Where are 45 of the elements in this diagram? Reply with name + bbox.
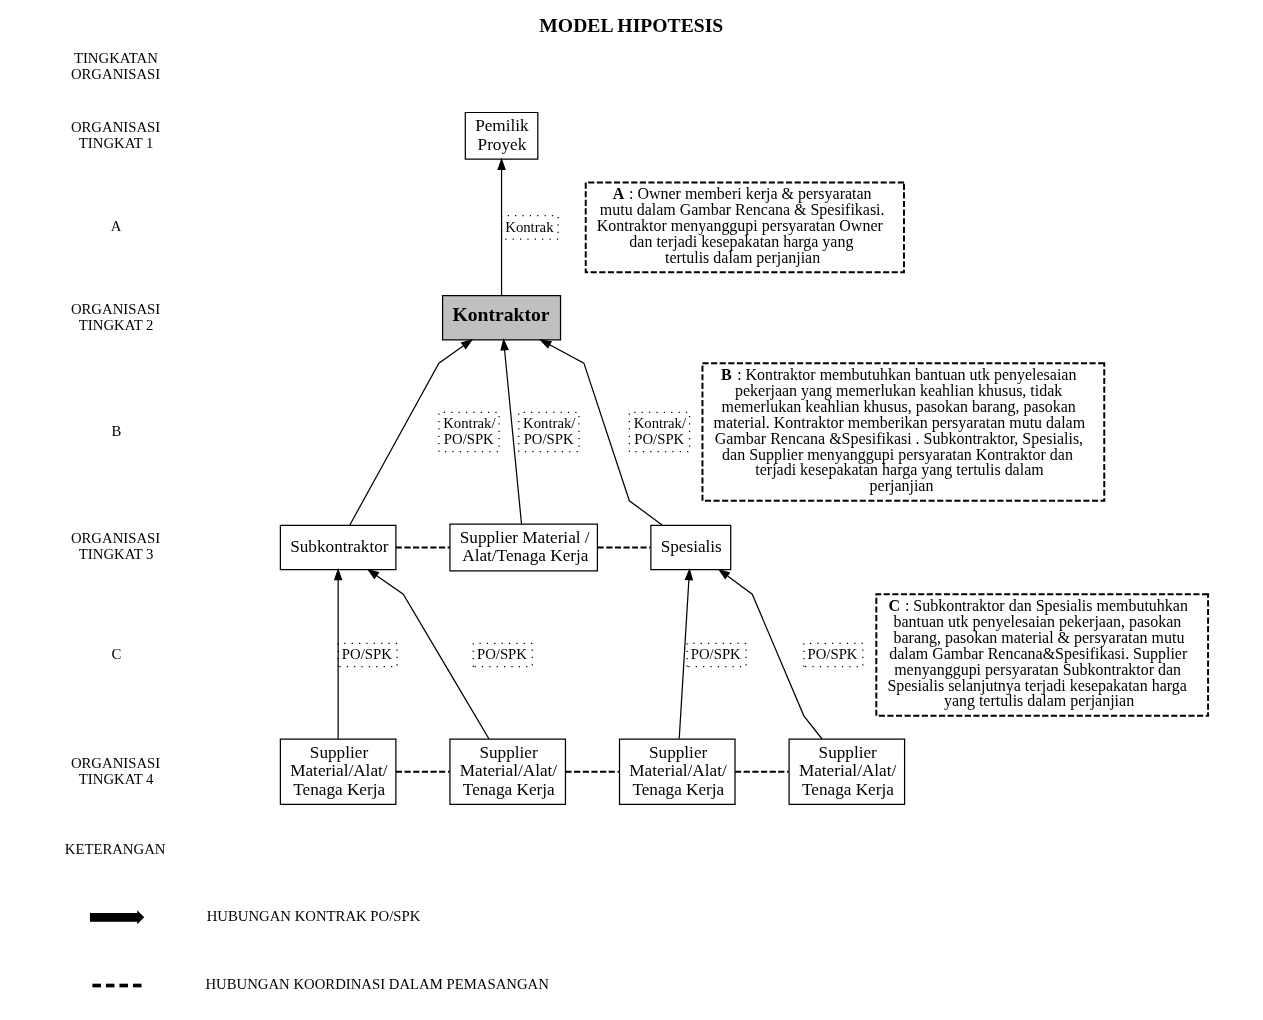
node-box: B : Kontraktor membutuhkan bantuan utk penyelesaian pekerjaan yang memerlukan keahlian khusus, tidak memerlukan keahlian khusus, pasokan barang, pasokan material. Kontraktor memberikan persyaratan mutu dalam Gambar Rencana &Spesifikasi . Subkontraktor, Spesialis, dan Supplier menyanggupi persyaratan Kontraktor dan terjadi kesepakatan harga yang tertulis dalam perjanjian — [701, 362, 1106, 502]
node-box: Spesialis — [650, 524, 732, 571]
node-box: Supplier Material/Alat/ Tenaga Kerja — [618, 738, 736, 805]
connector — [395, 770, 451, 773]
node-box: A : Owner memberi kerja & persyaratan mutu dalam Gambar Rencana & Spesifikasi. Kontraktor menyanggupi persyaratan Owner dan terjadi kesepakatan harga yang tertulis dalam perjanjian — [584, 181, 905, 274]
edge-label: PO/SPK — [807, 646, 858, 663]
connector — [564, 770, 621, 773]
node-box: Kontraktor — [441, 294, 562, 341]
label: ORGANISASI TINGKAT 3 — [70, 530, 161, 563]
arrow — [333, 567, 343, 740]
connector — [596, 546, 652, 549]
edge-label: Kontrak — [505, 218, 554, 235]
node-box: Supplier Material/Alat/ Tenaga Kerja — [279, 738, 397, 805]
label: A — [110, 218, 122, 235]
arrow — [539, 339, 663, 526]
label: ORGANISASI TINGKAT 1 — [70, 118, 161, 151]
legend-label: HUBUNGAN KOORDINASI DALAM PEMASANGAN — [205, 975, 549, 992]
arrow — [366, 568, 490, 740]
node-box: Pemilik Proyek — [464, 111, 539, 160]
arrow — [497, 157, 506, 297]
edge-label: Kontrak/ PO/SPK — [443, 414, 496, 447]
node-box: Supplier Material/Alat/ Tenaga Kerja — [449, 738, 567, 805]
label: TINGKATAN ORGANISASI — [70, 49, 161, 82]
label: C — [111, 645, 122, 662]
node-box: Supplier Material/Alat/ Tenaga Kerja — [788, 738, 906, 805]
connector — [734, 770, 790, 773]
arrow — [500, 338, 523, 525]
edge-label: PO/SPK — [341, 646, 392, 663]
diagram-title: MODEL HIPOTESIS — [539, 14, 724, 37]
label: ORGANISASI TINGKAT 4 — [70, 754, 161, 787]
edge-label: Kontrak/ PO/SPK — [523, 414, 576, 447]
node-box: C : Subkontraktor dan Spesialis membutuhkan bantuan utk penyelesaian pekerjaan, pasokan barang, pasokan material & persyaratan mutu dalam Gambar Rencana&Spesifikasi. Supplier menyanggupi persyaratan Subkontraktor dan Spesialis selanjutnya terjadi kesepakatan harga yang tertulis dalam perjanjian — [875, 593, 1210, 717]
edge-label: Kontrak/ PO/SPK — [633, 414, 687, 447]
arrow — [717, 568, 823, 740]
legend-label: HUBUNGAN KONTRAK PO/SPK — [206, 908, 421, 925]
label: ORGANISASI TINGKAT 2 — [70, 300, 161, 333]
edge-label: PO/SPK — [690, 646, 741, 663]
node-box: Supplier Material / Alat/Tenaga Kerja — [449, 523, 598, 572]
arrow — [349, 338, 474, 526]
connector — [394, 546, 451, 549]
label: KETERANGAN — [64, 840, 166, 857]
arrow — [678, 567, 694, 740]
node-box: Subkontraktor — [279, 524, 397, 571]
edge-label: PO/SPK — [476, 646, 527, 663]
label: B — [111, 422, 122, 439]
